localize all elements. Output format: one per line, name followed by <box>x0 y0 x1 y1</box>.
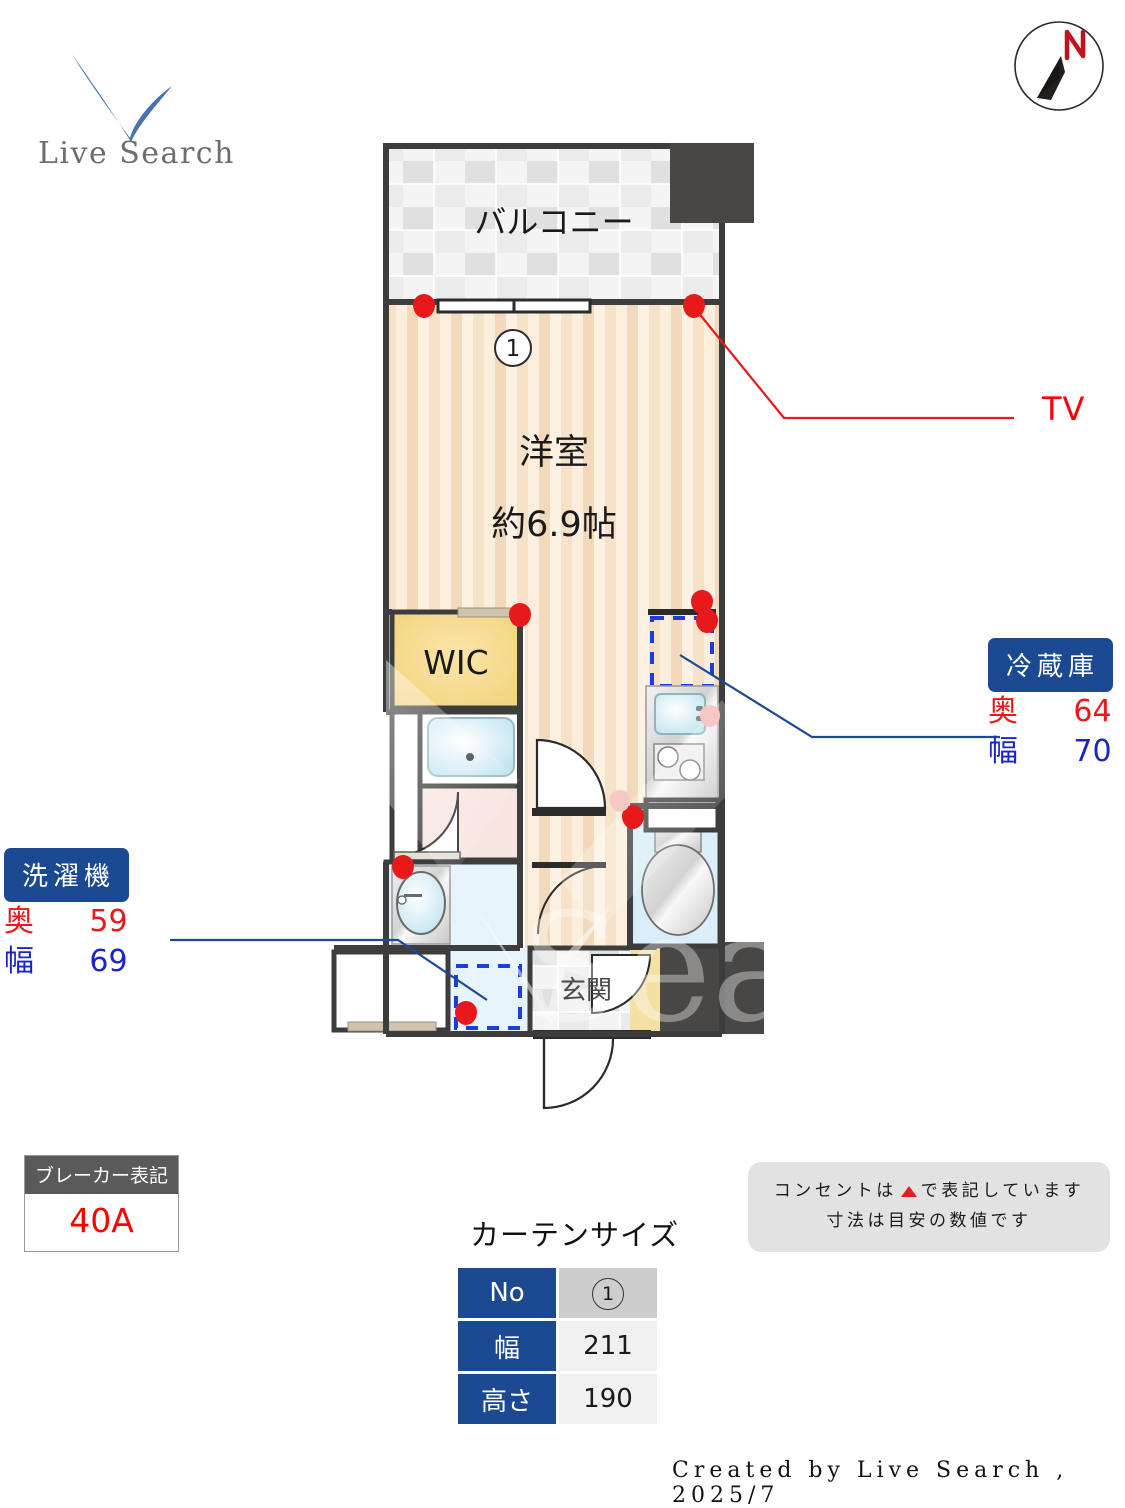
label-entrance: 玄関 <box>560 976 612 1006</box>
table-row: 幅 211 <box>458 1321 657 1371</box>
callout-fridge-depth: 奥 64 <box>988 692 1113 732</box>
callout-fridge-title: 冷蔵庫 <box>988 638 1114 692</box>
curtain-row-1-header: 幅 <box>458 1321 556 1371</box>
label-balcony: バルコニー <box>474 203 633 241</box>
room-entrance <box>331 942 764 1110</box>
triangle-outlet-icon <box>900 1186 917 1197</box>
callout-washer-depth: 奥 59 <box>4 902 129 942</box>
compass-north-icon <box>1009 16 1109 116</box>
room-door <box>532 738 607 935</box>
legend-note-line2: 寸法は目安の数値です <box>826 1211 1032 1231</box>
curtain-row-2-header: 高さ <box>458 1374 556 1424</box>
label-wic: WIC <box>423 643 488 682</box>
callout-fridge-width-key: 幅 <box>988 734 1018 769</box>
light-beams <box>386 660 760 930</box>
washer-space <box>454 964 522 1030</box>
legend-note-line1-before: コンセントは <box>773 1181 897 1201</box>
breaker-value: 40A <box>25 1194 178 1251</box>
svg-text:Search: Search <box>520 882 1053 1056</box>
brand-logo-text: Live Search <box>38 136 235 171</box>
floorplan-canvas: 1 Search 洋室 約6.9帖 バルコニー WIC 玄関 <box>170 143 1053 1110</box>
callout-fridge-width-value: 70 <box>1073 734 1112 769</box>
label-main-room: 洋室 <box>519 433 589 473</box>
callout-fridge-depth-value: 64 <box>1073 694 1112 729</box>
watermark: Search <box>470 882 1053 1056</box>
callout-washer-width-value: 69 <box>89 944 128 979</box>
leader-lines <box>170 310 1014 1001</box>
callout-washer-depth-value: 59 <box>89 904 128 939</box>
table-row: 高さ 190 <box>458 1374 657 1424</box>
callout-fridge-depth-key: 奥 <box>988 694 1018 729</box>
legend-note-line1-after: で表記しています <box>920 1181 1085 1201</box>
breaker-box: ブレーカー表記 40A <box>24 1155 179 1252</box>
table-row: No 1 <box>458 1268 657 1318</box>
room-balcony <box>383 143 754 305</box>
callout-washer: 洗濯機 奥 59 幅 69 <box>4 848 130 982</box>
label-main-room-size: 約6.9帖 <box>491 505 617 545</box>
callout-washer-width: 幅 69 <box>4 942 129 982</box>
legend-note: コンセントは で表記しています 寸法は目安の数値です <box>748 1162 1110 1252</box>
balcony-window: 1 <box>436 298 592 367</box>
curtain-number-badge: 1 <box>592 1277 624 1310</box>
outlet-markers <box>392 294 720 1025</box>
callout-washer-depth-key: 奥 <box>4 904 34 939</box>
callout-washer-width-key: 幅 <box>4 944 34 979</box>
legend-note-line1: コンセントは で表記しています <box>748 1176 1110 1206</box>
curtain-row-0-value: 1 <box>559 1268 657 1318</box>
callout-washer-title: 洗濯機 <box>4 848 130 902</box>
callout-tv-label: TV <box>1042 390 1086 428</box>
callout-fridge: 冷蔵庫 奥 64 幅 70 <box>988 638 1114 772</box>
footer-credit: Created by Live Search , 2025/7 <box>672 1458 1069 1508</box>
callout-fridge-width: 幅 70 <box>988 732 1113 772</box>
curtain-row-0-header: No <box>458 1268 556 1318</box>
curtain-row-2-value: 190 <box>559 1374 657 1424</box>
curtain-size-table: No 1 幅 211 高さ 190 <box>455 1265 660 1427</box>
svg-text:1: 1 <box>506 336 521 362</box>
curtain-table-title: カーテンサイズ <box>470 1218 680 1252</box>
breaker-title: ブレーカー表記 <box>25 1156 178 1194</box>
brand-logo: Live Search <box>38 50 268 180</box>
curtain-row-1-value: 211 <box>559 1321 657 1371</box>
